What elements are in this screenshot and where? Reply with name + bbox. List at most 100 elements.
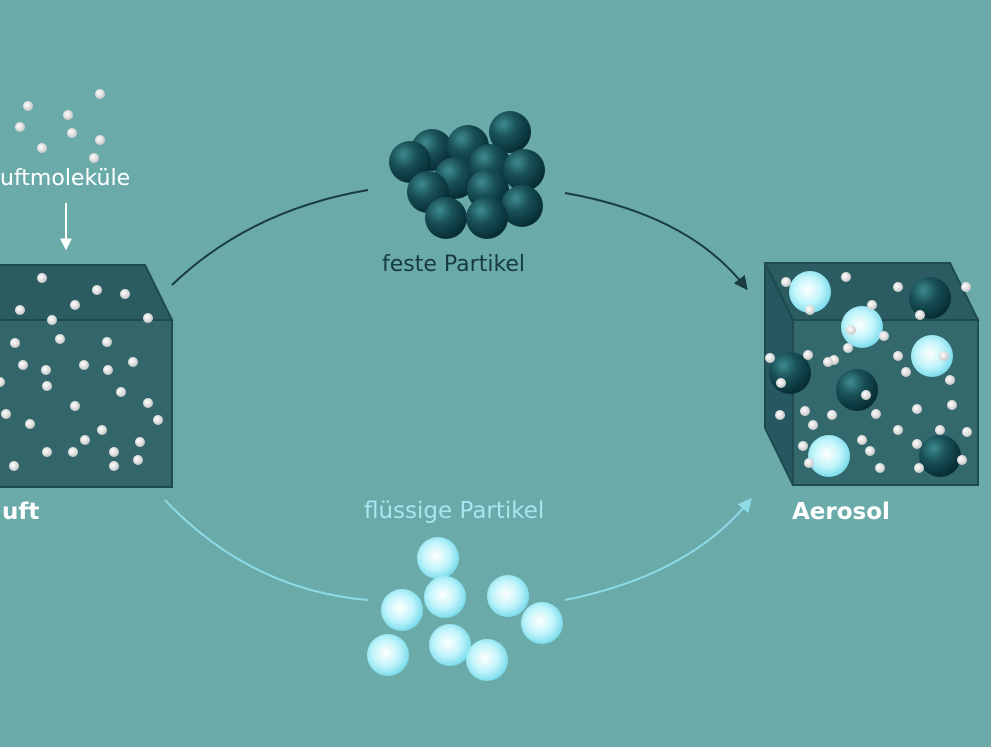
liquid-particle-sphere — [424, 576, 466, 618]
liquid-particle-sphere — [808, 435, 850, 477]
air-molecule-dot — [912, 404, 922, 414]
liquid-particle-group — [367, 537, 563, 681]
air-molecule-dot — [23, 101, 33, 111]
air-molecule-dot — [893, 282, 903, 292]
liquid-particle-sphere — [417, 537, 459, 579]
air-molecule-dot — [97, 425, 107, 435]
arrow-air-to-solid — [171, 189, 369, 286]
air-molecule-dot — [89, 153, 99, 163]
air-molecule-dot — [893, 425, 903, 435]
air-molecule-dot — [109, 447, 119, 457]
air-molecule-dot — [915, 310, 925, 320]
air-molecule-dot — [823, 357, 833, 367]
air-molecule-dot — [841, 272, 851, 282]
air-molecule-dot — [776, 378, 786, 388]
air-molecule-dot — [846, 325, 856, 335]
air-molecule-dot — [865, 446, 875, 456]
air-molecule-dot — [135, 437, 145, 447]
air-molecule-dot — [63, 110, 73, 120]
solid-particle-sphere — [503, 149, 545, 191]
air-molecule-dot — [827, 410, 837, 420]
air-label: uft — [2, 499, 40, 525]
air-molecule-dot — [18, 360, 28, 370]
air-molecules-label: uftmoleküle — [0, 166, 131, 191]
air-molecule-dot — [781, 277, 791, 287]
aerosol-label: Aerosol — [792, 499, 890, 525]
air-cube — [0, 264, 174, 488]
liquid-particle-sphere — [367, 634, 409, 676]
solid-particle-sphere — [466, 197, 508, 239]
air-molecule-dot — [800, 406, 810, 416]
air-molecule-dot — [804, 458, 814, 468]
air-molecule-dot — [861, 390, 871, 400]
air-molecule-dot — [947, 400, 957, 410]
air-molecule-dot — [9, 461, 19, 471]
liquid-particle-sphere — [466, 639, 508, 681]
air-molecule-dot — [10, 338, 20, 348]
liquid-particle-sphere — [521, 602, 563, 644]
air-molecule-dot — [912, 439, 922, 449]
solid-particle-sphere — [919, 435, 961, 477]
air-molecule-dot — [25, 419, 35, 429]
air-molecule-dot — [143, 313, 153, 323]
air-molecule-dot — [867, 300, 877, 310]
air-molecule-dot — [41, 365, 51, 375]
liquid-particle-sphere — [789, 271, 831, 313]
air-molecule-dot — [901, 367, 911, 377]
air-molecule-dot — [871, 409, 881, 419]
air-molecule-dot — [893, 351, 903, 361]
solid-particle-sphere — [909, 277, 951, 319]
solid-particle-sphere — [425, 197, 467, 239]
air-molecule-dot — [765, 353, 775, 363]
air-molecule-dot — [95, 89, 105, 99]
aerosol-particles — [769, 271, 961, 477]
air-cube-top — [0, 264, 174, 321]
solid-particle-sphere — [836, 369, 878, 411]
air-molecule-dot — [0, 377, 5, 387]
air-molecule-dot — [857, 435, 867, 445]
air-molecule-dot — [67, 128, 77, 138]
air-molecule-dot — [143, 398, 153, 408]
air-molecule-dot — [843, 343, 853, 353]
air-molecule-dot — [775, 410, 785, 420]
liquid-particle-sphere — [911, 335, 953, 377]
air-molecule-dot — [153, 415, 163, 425]
liquid-particle-sphere — [487, 575, 529, 617]
air-molecule-dot — [957, 455, 967, 465]
arrow-air-to-liquid — [164, 499, 369, 601]
air-molecule-dot — [805, 305, 815, 315]
solid-particle-cluster — [389, 111, 545, 239]
liquid-particle-sphere — [381, 589, 423, 631]
air-molecule-dot — [116, 387, 126, 397]
air-molecule-dot — [42, 447, 52, 457]
air-molecule-dot — [55, 334, 65, 344]
air-molecule-dot — [15, 305, 25, 315]
air-molecule-dot — [92, 285, 102, 295]
solid-particle-sphere — [489, 111, 531, 153]
arrow-liquid-to-aerosol — [564, 497, 752, 601]
air-molecule-dot — [15, 122, 25, 132]
air-molecule-dot — [70, 300, 80, 310]
air-molecule-dot — [79, 360, 89, 370]
air-molecule-dot — [945, 375, 955, 385]
air-molecule-dot — [128, 357, 138, 367]
air-molecule-dot — [103, 365, 113, 375]
air-molecule-dot — [70, 401, 80, 411]
air-molecule-dot — [42, 381, 52, 391]
air-molecule-dot — [102, 337, 112, 347]
air-molecule-dot — [37, 143, 47, 153]
air-molecule-dot — [68, 447, 78, 457]
air-molecule-dot — [935, 425, 945, 435]
liquid-particle-sphere — [429, 624, 471, 666]
air-molecule-dot — [1, 409, 11, 419]
arrow-solid-to-aerosol — [564, 192, 748, 291]
air-molecule-dot — [939, 351, 949, 361]
air-molecule-dot — [914, 463, 924, 473]
liquid-particles-label: flüssige Partikel — [364, 498, 545, 524]
air-molecule-dot — [109, 461, 119, 471]
air-molecule-dot — [803, 350, 813, 360]
solid-particle-sphere — [501, 185, 543, 227]
air-molecule-dot — [798, 441, 808, 451]
